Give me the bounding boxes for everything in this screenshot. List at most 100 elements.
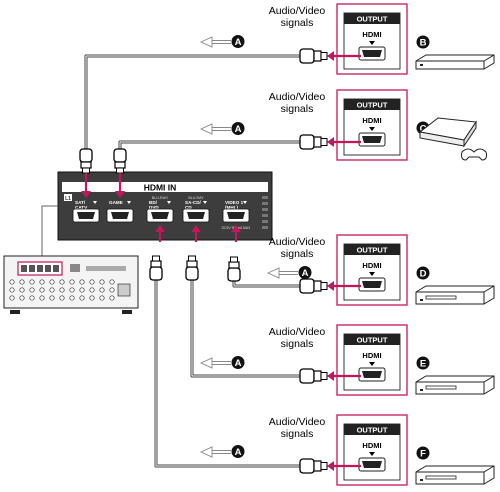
arrow-head	[327, 461, 334, 471]
signal-direction-arrow-5-head	[199, 446, 213, 458]
device-badge-f-letter: F	[420, 449, 426, 460]
receiver-hdmi-panel: HDMI INL1SAT/CATVGAMEBLU-RAY/BD/DVDBLU-R…	[57, 171, 273, 241]
source-plug-c-boot	[299, 134, 315, 150]
signal-direction-arrow-3-head	[266, 267, 280, 279]
source-plug-c-tip	[320, 138, 328, 146]
receiver-terminal	[109, 295, 115, 301]
console-front	[463, 120, 477, 148]
cable-marker-a-1-letter: A	[235, 37, 242, 48]
receiver-terminal	[19, 295, 25, 301]
plug-bd-dvd-collar	[150, 260, 162, 268]
device-badge-b: B	[416, 35, 430, 49]
panel-vent	[262, 220, 268, 223]
arrow-sat-catv-head	[81, 191, 91, 198]
device-outline	[415, 285, 495, 305]
signal-label-line: signals	[280, 428, 314, 440]
cable-b	[84, 54, 300, 150]
hdmi-in-port-2: GAME	[106, 200, 134, 223]
device-badge-b-circle	[416, 35, 430, 49]
receiver-terminal	[69, 279, 75, 285]
receiver-terminal	[19, 287, 25, 293]
receiver-terminal	[39, 295, 45, 301]
hdmi-out-socket	[362, 461, 382, 468]
arrow-video1-head	[231, 225, 241, 232]
port-arrow	[93, 201, 97, 204]
device-outline	[415, 465, 495, 485]
signal-direction-arrow-3	[266, 267, 298, 279]
receiver-terminal	[9, 295, 15, 301]
arrow-to-output-e	[327, 371, 361, 381]
hdmi-label: HDMI	[362, 261, 381, 270]
source-plug-f-collar	[313, 460, 322, 472]
device-video-device	[415, 465, 495, 485]
receiver-terminal	[99, 295, 105, 301]
device-badge-d: D	[416, 266, 430, 280]
receiver-terminal	[89, 287, 95, 293]
receiver-hdmi-jack	[29, 265, 35, 272]
hdmi-label: HDMI	[362, 116, 381, 125]
plug-sat-catv-boot	[79, 148, 93, 163]
plug-video1-collar	[228, 261, 240, 269]
arrow-to-output-f	[327, 461, 361, 471]
device-edge	[483, 465, 495, 473]
cable-marker-a-3: A	[298, 266, 312, 279]
signal-direction-arrow-1	[199, 36, 231, 48]
plug-sat-catv-tip	[82, 167, 90, 174]
receiver-terminal	[79, 295, 85, 301]
cable-marker-a-5-circle	[231, 445, 245, 458]
signal-direction-arrow-2-head	[199, 123, 213, 135]
signal-direction-arrow-5	[199, 446, 231, 458]
signal-label-line: Audio/Video	[268, 326, 326, 338]
plug-game-boot	[113, 148, 127, 163]
hdmi-in-port-3: BLU-RAY/BD/DVD	[146, 196, 174, 223]
device-badge-d-letter: D	[420, 269, 427, 280]
receiver-terminal	[89, 279, 95, 285]
plug-video1	[227, 256, 241, 282]
panel-vent	[262, 208, 268, 211]
receiver-foot-left	[10, 310, 20, 314]
device-badge-f: F	[416, 446, 430, 460]
callout-left	[41, 205, 58, 216]
signal-direction-arrow-2	[199, 123, 231, 135]
port-arrow	[203, 201, 207, 204]
hdmi-out-socket	[362, 281, 382, 288]
port-label: CD	[185, 205, 192, 210]
plug-sat-catv-collar	[80, 161, 92, 169]
receiver-terminal	[29, 287, 35, 293]
receiver-terminal	[89, 295, 95, 301]
source-plug-b-boot	[299, 48, 315, 64]
receiver-terminal	[99, 287, 105, 293]
hdmi-in-port-5: VIDEO 1(MHL)	[222, 200, 250, 223]
source-plug-e	[299, 368, 328, 384]
panel-vent	[262, 196, 268, 199]
arrow-sat-catv	[81, 173, 91, 198]
receiver-terminal	[49, 295, 55, 301]
source-plug-f	[299, 458, 328, 474]
device-outline	[415, 54, 495, 70]
plug-sa-cd-tip	[188, 255, 196, 262]
signal-label-line: Audio/Video	[268, 416, 326, 428]
signal-direction-arrow-1-head	[199, 36, 213, 48]
port-label: (MHL)	[225, 205, 238, 210]
callout-down	[41, 216, 52, 263]
port-socket	[151, 212, 169, 219]
device-badge-d-circle	[416, 266, 430, 280]
disc-tray	[425, 475, 457, 480]
output-header-bg	[344, 99, 400, 110]
port-label: BD/	[149, 200, 158, 205]
signal-label-line: signals	[280, 17, 314, 29]
arrow-bd-dvd	[155, 225, 165, 242]
cable-c-outer	[118, 140, 300, 150]
receiver-terminal	[109, 279, 115, 285]
receiver-terminal	[79, 279, 85, 285]
source-plug-d-boot	[299, 278, 315, 294]
source-plug-f-boot	[299, 458, 315, 474]
receiver-terminal	[69, 287, 75, 293]
device-edge	[483, 285, 495, 293]
receiver-terminal	[9, 279, 15, 285]
device-sa-cd-player	[415, 375, 495, 395]
signal-direction-arrow-4-head	[199, 357, 213, 369]
